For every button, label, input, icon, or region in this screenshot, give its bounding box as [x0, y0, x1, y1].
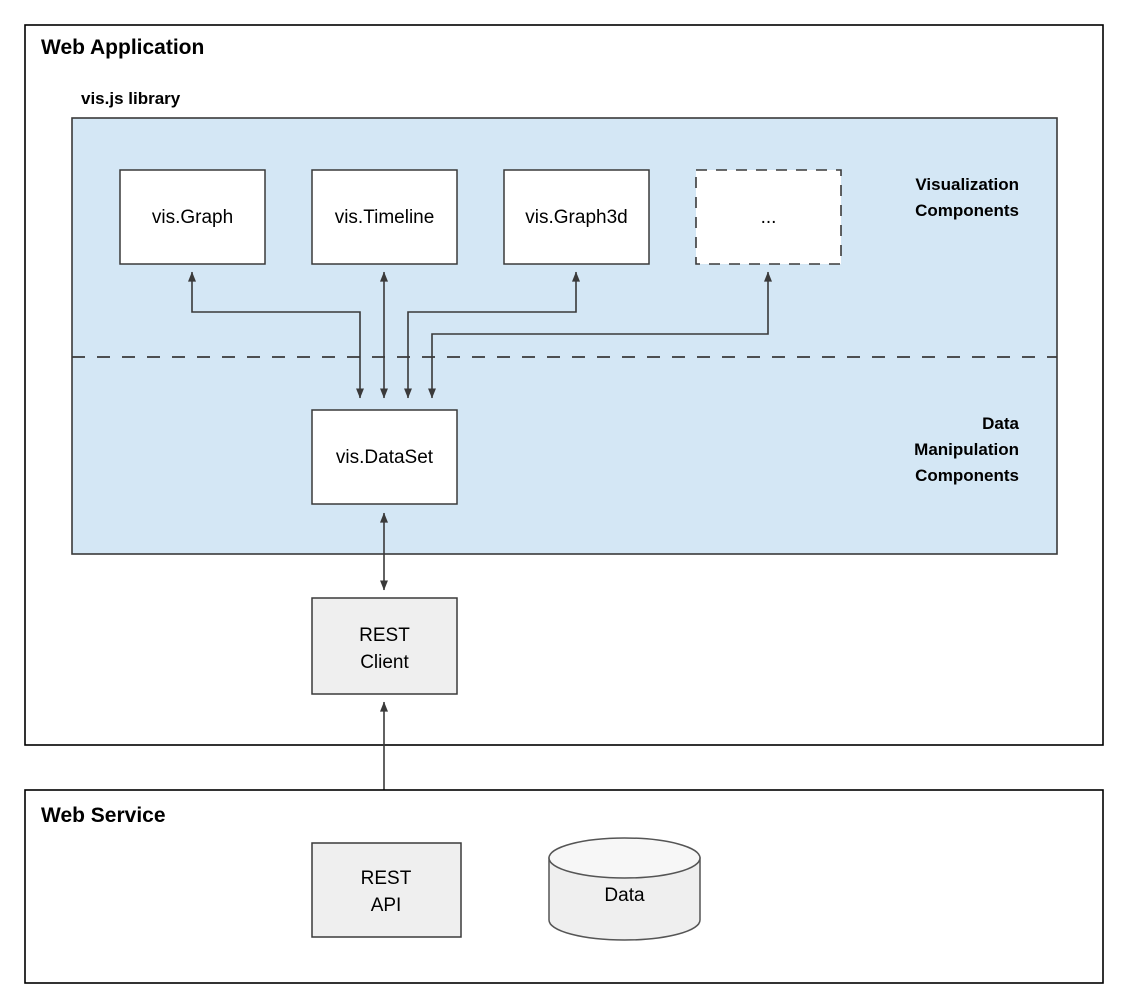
node-vis-timeline-box[interactable] — [311, 169, 458, 265]
node-vis-dataset[interactable]: vis.DataSet — [311, 409, 458, 505]
node-data-store[interactable]: Data — [548, 837, 701, 941]
data-manipulation-label-line3: Components — [915, 466, 1019, 485]
node-more-components-label: ... — [761, 207, 777, 228]
data-manipulation-label-line1: Data — [982, 414, 1019, 433]
data-manipulation-label-line2: Manipulation — [914, 440, 1019, 459]
node-rest-client[interactable]: REST Client — [311, 597, 458, 695]
data-store-cylinder-top — [548, 837, 701, 879]
node-vis-dataset-box[interactable] — [311, 409, 458, 505]
node-rest-api-box[interactable] — [311, 842, 462, 938]
node-vis-graph3d[interactable]: vis.Graph3d — [503, 169, 650, 265]
node-data-store-label: Data — [604, 885, 645, 906]
node-vis-dataset-label: vis.DataSet — [336, 447, 434, 468]
connector-vis-graph-dataset — [188, 271, 364, 399]
node-vis-timeline-label: vis.Timeline — [335, 207, 435, 228]
node-rest-client-label-line2: Client — [360, 652, 409, 673]
node-rest-api-label-line2: API — [371, 895, 402, 916]
visualization-label-line2: Components — [915, 201, 1019, 220]
web-service-title: Web Service — [41, 804, 166, 827]
node-vis-graph3d-box[interactable] — [503, 169, 650, 265]
node-more-components-box[interactable] — [695, 169, 842, 265]
node-more-components[interactable]: ... — [695, 169, 842, 265]
vis-js-library-title: vis.js library — [81, 89, 181, 108]
node-rest-client-label-line1: REST — [359, 625, 410, 646]
data-store-cylinder-body[interactable] — [548, 857, 701, 941]
visualization-components-label: Visualization Components — [915, 175, 1019, 220]
connector-more-dataset — [428, 271, 772, 399]
connector-path — [428, 271, 772, 399]
node-rest-client-box[interactable] — [311, 597, 458, 695]
node-vis-graph3d-label: vis.Graph3d — [525, 207, 627, 228]
visualization-label-line1: Visualization — [915, 175, 1019, 194]
node-vis-graph-label: vis.Graph — [152, 207, 233, 228]
node-rest-api[interactable]: REST API — [311, 842, 462, 938]
connector-path — [188, 271, 364, 399]
node-rest-api-label-line1: REST — [361, 868, 412, 889]
web-application-title: Web Application — [41, 36, 204, 59]
data-manipulation-components-label: Data Manipulation Components — [914, 414, 1019, 485]
node-vis-graph[interactable]: vis.Graph — [119, 169, 266, 265]
vis-js-library-panel: vis.js library Visualization Components … — [71, 89, 1058, 555]
node-vis-timeline[interactable]: vis.Timeline — [311, 169, 458, 265]
node-vis-graph-box[interactable] — [119, 169, 266, 265]
